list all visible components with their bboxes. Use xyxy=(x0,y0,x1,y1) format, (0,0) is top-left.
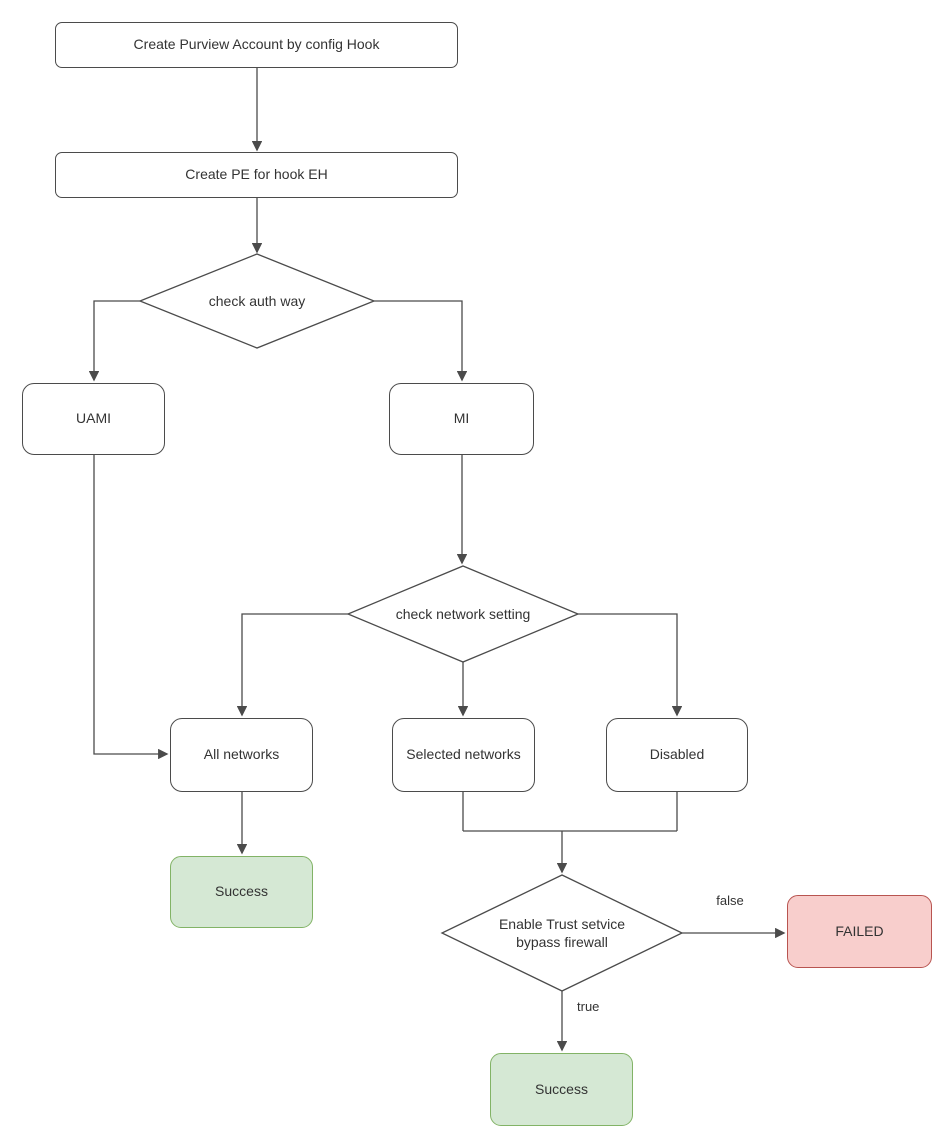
node-success-all-networks: Success xyxy=(170,856,313,928)
node-create-purview-account: Create Purview Account by config Hook xyxy=(55,22,458,68)
edge-check-network-to-disabled xyxy=(578,613,683,717)
node-selected-networks: Selected networks xyxy=(392,718,535,792)
node-all-networks: All networks xyxy=(170,718,313,792)
node-disabled: Disabled xyxy=(606,718,748,792)
node-success-trust: Success xyxy=(490,1053,633,1126)
edge-check-auth-to-uami xyxy=(88,300,140,382)
edge-check-auth-to-mi xyxy=(374,300,468,382)
decision-enable-trust-service-shape xyxy=(440,874,684,992)
node-uami: UAMI xyxy=(22,383,165,455)
edge-label-true: true xyxy=(577,999,600,1014)
decision-check-network-setting-shape xyxy=(346,565,580,663)
edge-label-false: false xyxy=(716,893,744,908)
edge-check-network-to-all-networks xyxy=(236,613,348,717)
edge-uami-to-all-networks xyxy=(93,455,169,760)
decision-enable-trust-service-label: Enable Trust setvice bypass firewall xyxy=(498,915,626,950)
node-mi: MI xyxy=(389,383,534,455)
decision-check-auth-way-label: check auth way xyxy=(208,292,306,309)
decision-check-auth-way-shape xyxy=(138,253,376,349)
node-create-pe-for-hook-eh: Create PE for hook EH xyxy=(55,152,458,198)
node-failed: FAILED xyxy=(787,895,932,968)
decision-check-network-setting-label: check network setting xyxy=(395,605,531,622)
edge-merge-selected-disabled xyxy=(462,792,678,832)
